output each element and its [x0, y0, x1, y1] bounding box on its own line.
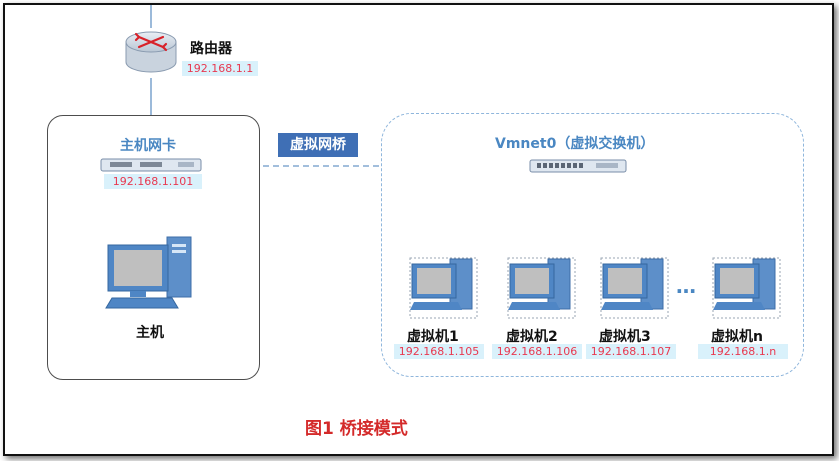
vm1-ip: 192.168.1.105	[394, 344, 484, 359]
nic-ip: 192.168.1.101	[104, 174, 202, 189]
figure-caption: 图1 桥接模式	[305, 419, 408, 439]
nic-label: 主机网卡	[120, 138, 176, 154]
vmn-label: 虚拟机n	[711, 329, 763, 345]
vmn-ip: 192.168.1.n	[698, 344, 788, 359]
router-label: 路由器	[190, 41, 232, 57]
vswitch-label: Vmnet0（虚拟交换机）	[495, 136, 655, 152]
vm2-ip: 192.168.1.106	[492, 344, 582, 359]
bridge-tag: 虚拟网桥	[278, 133, 358, 157]
vm1-label: 虚拟机1	[407, 329, 459, 345]
host-label: 主机	[136, 325, 164, 341]
router-ip: 192.168.1.1	[182, 61, 258, 76]
vm3-ip: 192.168.1.107	[586, 344, 676, 359]
more-vms-ellipsis: …	[676, 274, 698, 298]
vm2-label: 虚拟机2	[506, 329, 558, 345]
vm3-label: 虚拟机3	[599, 329, 651, 345]
vm-container	[381, 113, 804, 377]
